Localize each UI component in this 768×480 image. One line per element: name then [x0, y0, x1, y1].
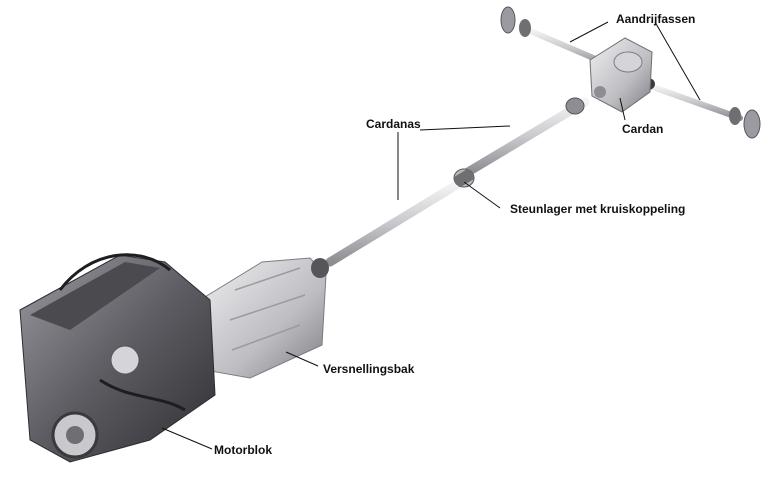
differential [589, 37, 653, 113]
label-versnellingsbak: Versnellingsbak [323, 362, 415, 376]
label-aandrijfassen: Aandrijfassen [616, 12, 696, 26]
engine-block [19, 253, 216, 463]
propeller-shaft [325, 97, 590, 267]
label-motorblok: Motorblok [214, 443, 272, 457]
label-steunlager: Steunlager met kruiskoppeling [510, 202, 686, 216]
label-cardan: Cardan [622, 122, 664, 136]
label-cardanas: Cardanas [366, 117, 421, 131]
gearbox [199, 257, 329, 379]
center-bearing [453, 168, 475, 188]
leader-lines [161, 21, 701, 450]
